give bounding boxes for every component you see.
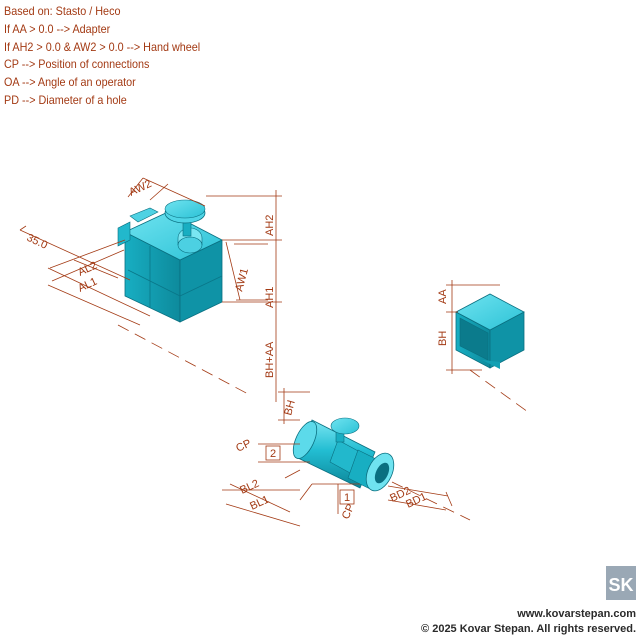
dim-cp-bottom-number: 1 — [344, 492, 350, 504]
dim-bl2-label: BL2 — [238, 478, 261, 497]
valve-dimensions — [222, 388, 471, 527]
note-operator-angle: OA --> Angle of an operator — [4, 75, 136, 90]
dim-cp-top-number: 2 — [270, 448, 276, 460]
dim-ah1-label: AH1 — [264, 287, 276, 308]
adapter-model — [455, 293, 525, 369]
valve-handle — [330, 417, 360, 435]
note-hand-wheel: If AH2 > 0.0 & AW2 > 0.0 --> Hand wheel — [4, 39, 201, 54]
note-hole-diameter: PD --> Diameter of a hole — [4, 92, 127, 107]
dim-adapter-bh-label: BH — [437, 331, 449, 346]
dim-cp-top-label: CP — [234, 437, 253, 454]
adapter-top-face — [455, 293, 525, 331]
copyright-text: © 2025 Kovar Stepan. All rights reserved… — [421, 623, 636, 635]
website-link[interactable]: www.kovarstepan.com — [517, 608, 636, 620]
actuator-dimensions — [19, 177, 282, 402]
note-connections: CP --> Position of connections — [4, 57, 150, 72]
notes-list: Based on: Stasto / Heco If AA > 0.0 --> … — [4, 3, 200, 110]
valve-model — [292, 417, 395, 492]
dim-bhaa-label: BH+AA — [264, 341, 276, 378]
dim-bl1-label: BL1 — [248, 494, 271, 513]
logo-text: SK — [608, 575, 633, 595]
dim-adapter-aa-label: AA — [437, 289, 449, 304]
adapter-dimension-lines — [446, 280, 500, 374]
dim-cp-bottom-label: CP — [340, 502, 357, 521]
dim-angle-label: 35.0 — [25, 232, 49, 252]
dim-ah2-label: AH2 — [264, 215, 276, 236]
dim-aw1-label: AW1 — [233, 267, 251, 293]
footer: www.kovarstepan.com © 2025 Kovar Stepan.… — [421, 607, 636, 637]
sk-logo: SK — [606, 566, 636, 600]
note-source: Based on: Stasto / Heco — [4, 4, 121, 18]
dim-valve-bh-label: BH — [282, 399, 298, 417]
actuator-model — [117, 199, 223, 323]
dim-aw2-label: AW2 — [127, 178, 153, 199]
note-adapter: If AA > 0.0 --> Adapter — [4, 21, 111, 36]
dim-al1-label: AL1 — [76, 276, 99, 295]
